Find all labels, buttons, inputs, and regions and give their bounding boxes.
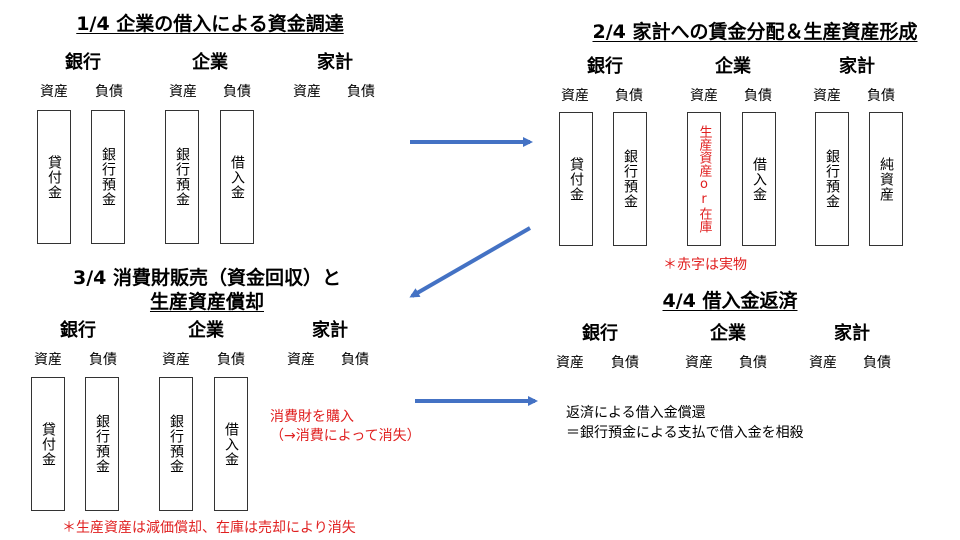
panel-4-text-line-2: ＝銀行預金による支払で借入金を相殺: [566, 425, 804, 441]
panel-4-household-assets: 資産: [809, 355, 837, 371]
panel-4-bank-assets: 資産: [556, 355, 584, 371]
panel-2-bank-liability-text: 銀行預金: [622, 149, 638, 209]
panel-3-title-line-2: 生産資産償却: [149, 291, 264, 313]
panel-3-bank-liability-box: 銀行預金: [85, 377, 119, 511]
panel-2-firm-asset-box: 生産資産or在庫: [687, 112, 721, 246]
panel-2-firm-label: 企業: [715, 56, 751, 77]
panel-1-bank-asset-box: 貸付金: [37, 110, 71, 244]
panel-4-household-label: 家計: [834, 323, 870, 344]
panel-4-firm-label: 企業: [710, 323, 746, 344]
panel-3-firm-liabilities: 負債: [217, 352, 245, 368]
panel-4-text-line-1: 返済による借入金償還: [566, 405, 706, 421]
panel-2-firm-liability-text: 借入金: [751, 156, 767, 202]
panel-2-bank-asset-box: 貸付金: [559, 112, 593, 246]
panel-4-bank-liabilities: 負債: [611, 355, 639, 371]
panel-3-firm-liability-box: 借入金: [214, 377, 248, 511]
panel-2-firm-liability-box: 借入金: [742, 112, 776, 246]
panel-3-bank-liabilities: 負債: [89, 352, 117, 368]
panel-4-household-liabilities: 負債: [863, 355, 891, 371]
panel-2-bank-assets: 資産: [561, 88, 589, 104]
panel-3-note: ＊生産資産は減価償却、在庫は売却により消失: [62, 520, 356, 536]
panel-1-bank-asset-text: 貸付金: [46, 154, 62, 200]
panel-1-firm-asset-box: 銀行預金: [165, 110, 199, 244]
panel-3-firm-label: 企業: [188, 320, 224, 341]
panel-3-bank-liability-text: 銀行預金: [94, 414, 110, 474]
panel-1-title: 1/4 企業の借入による資金調達: [76, 13, 344, 35]
panel-1-firm-liability-text: 借入金: [229, 154, 245, 200]
panel-2-firm-liabilities: 負債: [744, 88, 772, 104]
panel-2-firm-asset-text: 生産資産or在庫: [696, 125, 712, 233]
panel-1-firm-liabilities: 負債: [223, 84, 251, 100]
panel-3-firm-liability-text: 借入金: [223, 421, 239, 467]
panel-3-firm-assets: 資産: [162, 352, 190, 368]
panel-2-household-asset-box: 銀行預金: [815, 112, 849, 246]
panel-2-household-asset-text: 銀行預金: [824, 149, 840, 209]
panel-2-title: 2/4 家計への賃金分配＆生産資産形成: [592, 21, 918, 43]
panel-2-bank-liabilities: 負債: [615, 88, 643, 104]
panel-3-household-label: 家計: [312, 320, 348, 341]
panel-1-bank-liability-text: 銀行預金: [100, 147, 116, 207]
panel-1-bank-liabilities: 負債: [95, 84, 123, 100]
panel-3-household-assets: 資産: [287, 352, 315, 368]
panel-1-household-label: 家計: [317, 52, 353, 73]
panel-1-firm-liability-box: 借入金: [220, 110, 254, 244]
panel-3-firm-asset-box: 銀行預金: [159, 377, 193, 511]
panel-2-firm-assets: 資産: [690, 88, 718, 104]
panel-3-side-note-line-2: （→消費によって消失）: [270, 428, 421, 444]
panel-3-bank-assets: 資産: [34, 352, 62, 368]
panel-1-bank-label: 銀行: [65, 52, 101, 73]
panel-2-household-label: 家計: [839, 56, 875, 77]
panel-2-bank-asset-text: 貸付金: [568, 156, 584, 202]
panel-2-note: ＊赤字は実物: [663, 257, 747, 273]
panel-3-firm-asset-text: 銀行預金: [168, 414, 184, 474]
panel-2-bank-label: 銀行: [587, 56, 623, 77]
panel-3-bank-label: 銀行: [60, 320, 96, 341]
panel-2-bank-liability-box: 銀行預金: [613, 112, 647, 246]
panel-4-bank-label: 銀行: [582, 323, 618, 344]
panel-1-firm-asset-text: 銀行預金: [174, 147, 190, 207]
panel-2-household-liability-box: 純資産: [869, 112, 903, 246]
panel-4-firm-liabilities: 負債: [739, 355, 767, 371]
panel-1-household-liabilities: 負債: [347, 84, 375, 100]
panel-1-bank-liability-box: 銀行預金: [91, 110, 125, 244]
panel-1-bank-assets: 資産: [40, 84, 68, 100]
panel-3-title-line-1: 3/4 消費財販売（資金回収）と: [73, 267, 341, 289]
panel-3-bank-asset-text: 貸付金: [40, 421, 56, 467]
panel-3-side-note-line-1: 消費財を購入: [270, 409, 354, 425]
panel-4-firm-assets: 資産: [685, 355, 713, 371]
panel-1-household-assets: 資産: [293, 84, 321, 100]
arrow-2-to-3: [409, 226, 531, 298]
panel-1-firm-assets: 資産: [169, 84, 197, 100]
panel-3-bank-asset-box: 貸付金: [31, 377, 65, 511]
panel-2-household-assets: 資産: [813, 88, 841, 104]
panel-2-household-liabilities: 負債: [867, 88, 895, 104]
panel-4-title: 4/4 借入金返済: [662, 290, 798, 312]
panel-3-household-liabilities: 負債: [341, 352, 369, 368]
panel-1-firm-label: 企業: [192, 52, 228, 73]
panel-2-household-liability-text: 純資産: [878, 156, 894, 202]
